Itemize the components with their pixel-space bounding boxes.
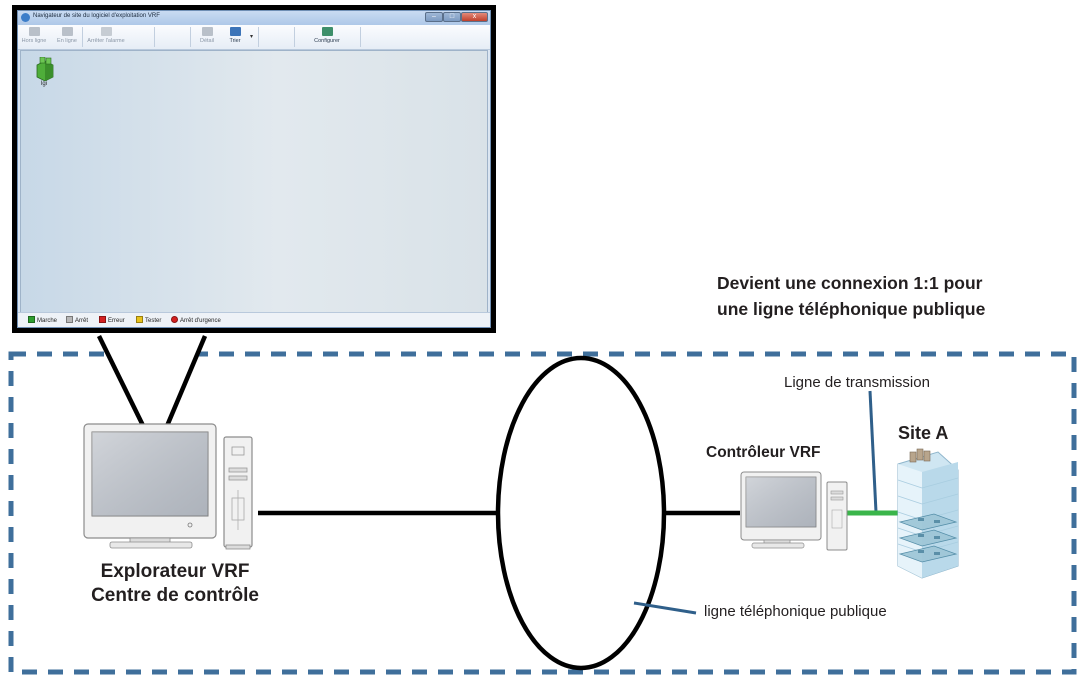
building-site-icon[interactable] xyxy=(31,57,59,81)
maximize-button[interactable]: □ xyxy=(443,12,461,22)
toolbar-separator xyxy=(154,27,155,47)
controller-computer xyxy=(740,471,848,551)
online-button[interactable]: En ligne xyxy=(54,26,80,48)
controller-label: Contrôleur VRF xyxy=(706,444,821,461)
explorer-line-1: Explorateur VRF xyxy=(100,561,250,582)
legend-emergency: Arrêt d'urgence xyxy=(171,316,221,324)
transmission-leader xyxy=(868,390,878,513)
detail-button[interactable]: Détail xyxy=(196,26,218,48)
site-item-label[interactable]: lgi xyxy=(41,81,48,87)
note-line-2: une ligne téléphonique publique xyxy=(717,299,986,319)
legend-swatch xyxy=(28,316,35,323)
sort-button[interactable]: Trier xyxy=(224,26,246,48)
explorer-label: Explorateur VRF Centre de contrôle xyxy=(72,560,278,608)
offline-icon xyxy=(28,27,40,36)
legend-tester: Tester xyxy=(136,316,161,324)
toolbar-separator xyxy=(82,27,83,47)
site-a-label: Site A xyxy=(898,423,949,443)
legend-arret: Arrêt xyxy=(66,316,88,324)
legend-marche: Marche xyxy=(28,316,57,324)
detail-icon xyxy=(201,27,213,36)
app-icon xyxy=(21,13,30,22)
sort-dropdown-icon[interactable]: ▾ xyxy=(250,34,254,40)
note-line-1: Devient une connexion 1:1 pour xyxy=(717,273,983,293)
legend-swatch xyxy=(99,316,106,323)
minimize-button[interactable]: – xyxy=(425,12,443,22)
emergency-stop-icon xyxy=(171,316,178,323)
toolbar-separator xyxy=(258,27,259,47)
window-title: Navigateur de site du logiciel d'exploit… xyxy=(33,13,160,19)
public-line-label: ligne téléphonique publique xyxy=(704,603,887,620)
callout-tail xyxy=(99,336,205,452)
toolbar-separator xyxy=(190,27,191,47)
window-titlebar: Navigateur de site du logiciel d'exploit… xyxy=(18,11,490,25)
sort-label: Trier xyxy=(229,38,241,44)
toolbar-separator xyxy=(360,27,361,47)
detail-label: Détail xyxy=(199,38,215,44)
public-network-ellipse xyxy=(495,355,667,671)
site-boundary xyxy=(8,351,1077,675)
configure-icon xyxy=(321,27,333,36)
note-text: Devient une connexion 1:1 pour une ligne… xyxy=(717,270,985,322)
legend-swatch xyxy=(136,316,143,323)
sort-icon xyxy=(229,27,241,36)
toolbar-separator xyxy=(294,27,295,47)
explorer-computer xyxy=(83,423,253,550)
online-label: En ligne xyxy=(57,38,77,44)
stop-alarm-label: Arrêter l'alarme xyxy=(87,38,125,44)
public-line-leader xyxy=(633,601,697,615)
status-legend: Marche Arrêt Erreur Tester Arrêt d'urgen… xyxy=(18,312,490,327)
close-button[interactable]: x xyxy=(461,12,488,22)
configure-button[interactable]: Configurer xyxy=(296,26,358,48)
legend-erreur: Erreur xyxy=(99,316,125,324)
transmission-line-label: Ligne de transmission xyxy=(784,374,930,391)
software-window: Navigateur de site du logiciel d'exploit… xyxy=(17,10,491,328)
stop-alarm-icon xyxy=(100,27,112,36)
configure-label: Configurer xyxy=(314,38,340,44)
legend-swatch xyxy=(66,316,73,323)
online-icon xyxy=(61,27,73,36)
stop-alarm-button[interactable]: Arrêter l'alarme xyxy=(84,26,128,48)
offline-label: Hors ligne xyxy=(21,38,47,44)
site-a-building xyxy=(897,448,959,579)
explorer-line-2: Centre de contrôle xyxy=(91,585,259,606)
offline-button[interactable]: Hors ligne xyxy=(20,26,48,48)
window-toolbar: Hors ligne En ligne Arrêter l'alarme Dét… xyxy=(18,25,490,50)
site-navigator-pane: lgi xyxy=(20,50,488,313)
